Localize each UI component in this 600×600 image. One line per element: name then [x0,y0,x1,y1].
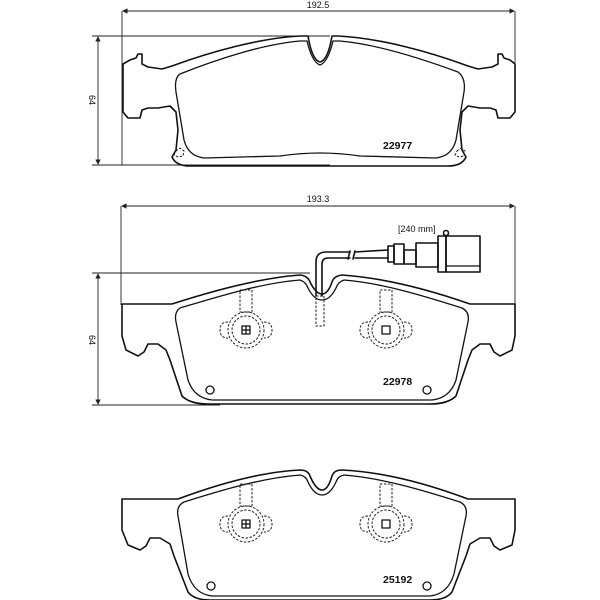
width-dimension-label: 192.5 [307,0,330,10]
pad-22977: 192.5 64 22977 [87,0,516,167]
spring-clip-right-icon [359,289,413,349]
part-number-22977: 22977 [383,140,412,152]
part-number-22978: 22978 [383,376,412,388]
spring-clip-left-icon [219,289,273,349]
pad-25192: 25192 [121,469,516,600]
mount-hole-right-icon [454,147,466,158]
mount-hole-left-icon [173,147,185,158]
width-dimension-label: 193.3 [307,194,330,204]
spring-clip-right-icon [359,483,413,543]
pad-22978: 193.3 64 [240 mm] [87,194,516,406]
height-dimension-label: 64 [87,335,97,345]
sensor-pin-icon [315,295,325,327]
sensor-cable-length-label: [240 mm] [398,224,436,234]
sensor-wire [315,251,351,297]
sensor-connector-icon [387,229,481,273]
height-dimension-label: 64 [87,95,97,105]
spring-clip-left-icon [219,483,273,543]
part-number-25192: 25192 [383,574,412,586]
